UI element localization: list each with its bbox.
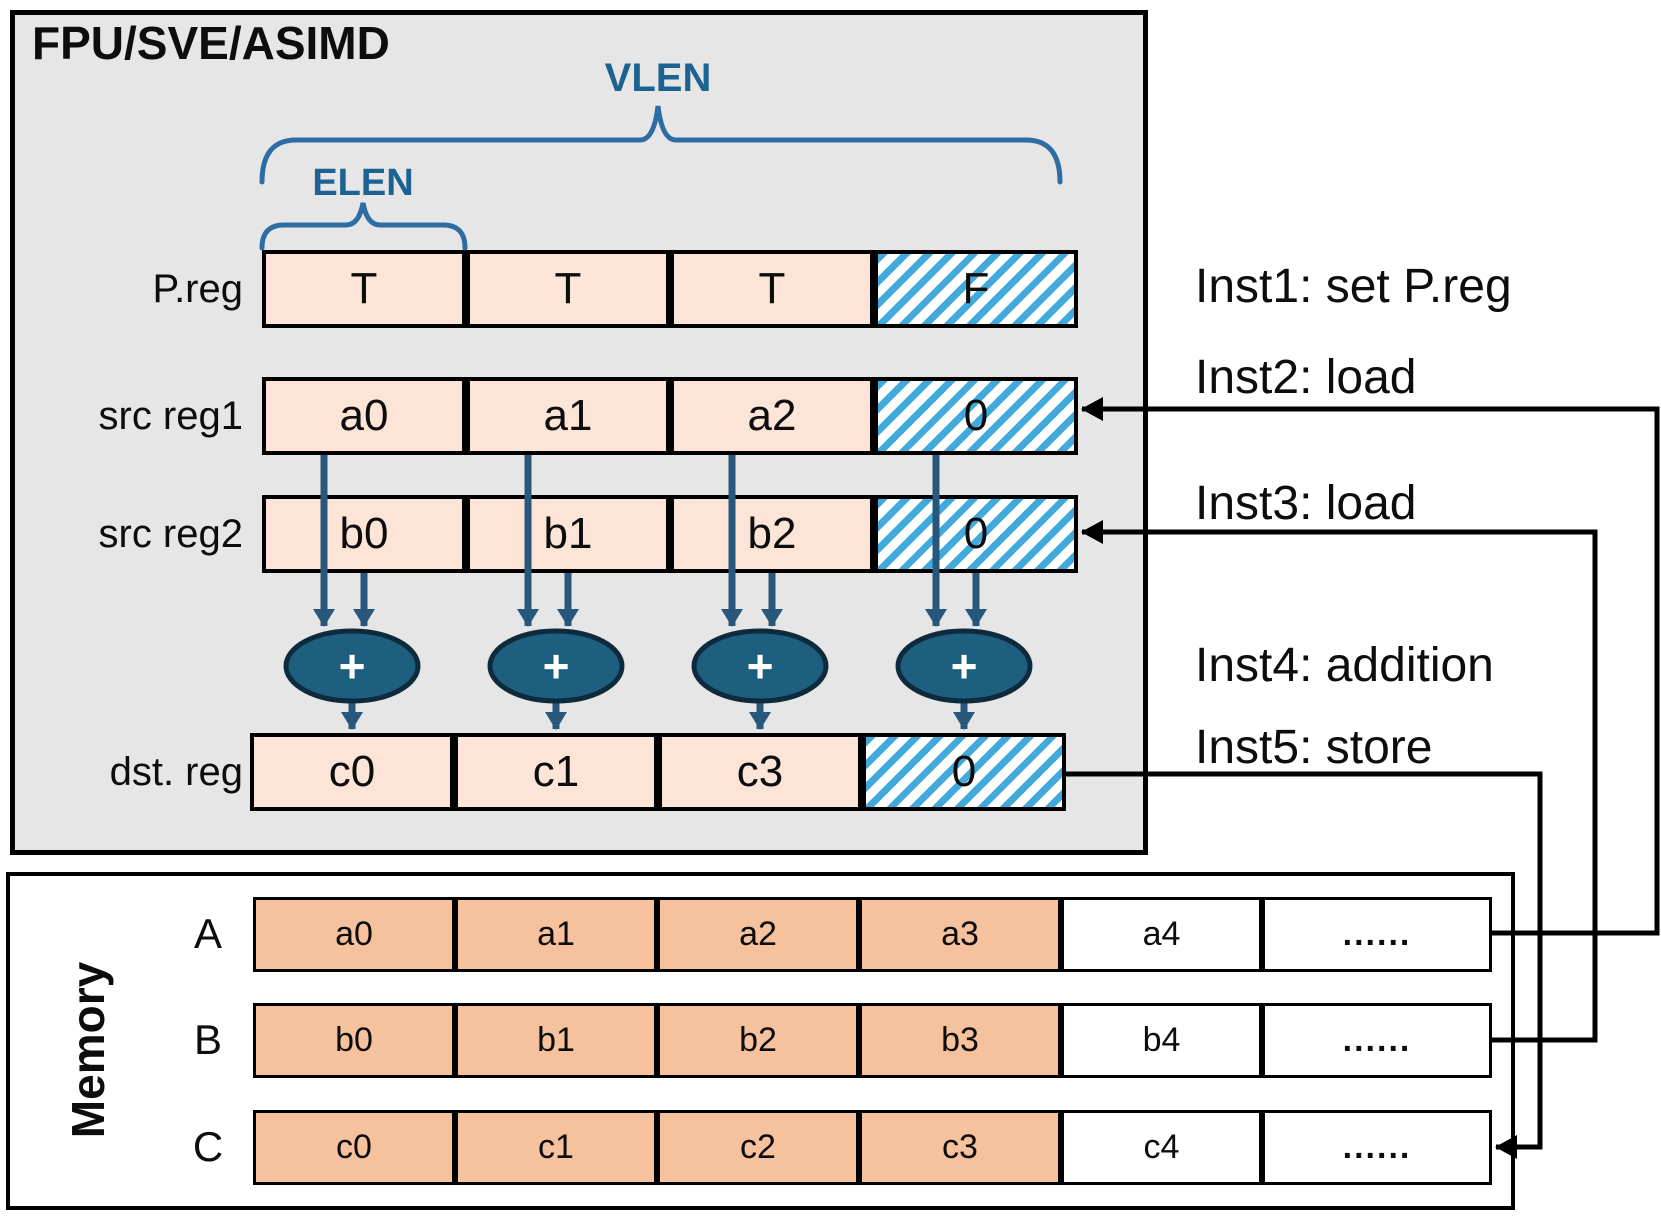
- vlen-label: VLEN: [604, 56, 712, 100]
- memory-row-label-c: C: [192, 1123, 224, 1170]
- register-cell: a1: [466, 377, 670, 455]
- instruction-label-5: Inst5: store: [1195, 721, 1433, 774]
- register-row-label-preg: P.reg: [152, 267, 243, 311]
- memory-cell: a1: [455, 897, 657, 972]
- plus-operator: +: [950, 640, 978, 692]
- memory-cell: c1: [455, 1110, 657, 1185]
- memory-cell: c3: [859, 1110, 1061, 1185]
- register-cell: a2: [670, 377, 874, 455]
- elen-label: ELEN: [312, 162, 414, 204]
- instruction-label-2: Inst2: load: [1195, 351, 1417, 404]
- plus-operator: +: [542, 640, 570, 692]
- register-cell: a0: [262, 377, 466, 455]
- memory-row-label-b: B: [193, 1016, 222, 1063]
- memory-cell: b2: [657, 1003, 859, 1078]
- plus-operator: +: [746, 640, 774, 692]
- register-cell-masked: 0: [862, 733, 1066, 811]
- memory-cell: a2: [657, 897, 859, 972]
- memory-cell: c2: [657, 1110, 859, 1185]
- register-row-label-dst: dst. reg: [109, 750, 243, 794]
- memory-cell: ......: [1262, 897, 1492, 972]
- register-cell: b2: [670, 495, 874, 573]
- memory-cell: c0: [253, 1110, 455, 1185]
- memory-cell: ......: [1262, 1003, 1492, 1078]
- plus-operator: +: [338, 640, 366, 692]
- instruction-label-3: Inst3: load: [1195, 477, 1417, 530]
- register-cell: b1: [466, 495, 670, 573]
- register-cell: T: [670, 250, 874, 328]
- register-cell: c0: [250, 733, 454, 811]
- register-cell-masked: 0: [874, 377, 1078, 455]
- memory-cell: a3: [859, 897, 1061, 972]
- memory-title: Memory: [62, 961, 114, 1139]
- register-cell: T: [262, 250, 466, 328]
- register-cell-masked: F: [874, 250, 1078, 328]
- register-row-label-src2: src reg2: [98, 512, 244, 556]
- register-row-label-src1: src reg1: [98, 394, 244, 438]
- memory-cell: ......: [1262, 1110, 1492, 1185]
- fpu-title: FPU/SVE/ASIMD: [32, 17, 390, 69]
- memory-cell: b4: [1061, 1003, 1262, 1078]
- register-cell: b0: [262, 495, 466, 573]
- memory-cell: b3: [859, 1003, 1061, 1078]
- register-cell: c3: [658, 733, 862, 811]
- memory-cell: c4: [1061, 1110, 1262, 1185]
- memory-cell: a4: [1061, 897, 1262, 972]
- memory-row-label-a: A: [193, 910, 222, 957]
- memory-cell: a0: [253, 897, 455, 972]
- register-cell: T: [466, 250, 670, 328]
- instruction-label-1: Inst1: set P.reg: [1195, 260, 1512, 313]
- instruction-label-4: Inst4: addition: [1195, 639, 1494, 692]
- memory-cell: b1: [455, 1003, 657, 1078]
- register-cell-masked: 0: [874, 495, 1078, 573]
- register-cell: c1: [454, 733, 658, 811]
- memory-cell: b0: [253, 1003, 455, 1078]
